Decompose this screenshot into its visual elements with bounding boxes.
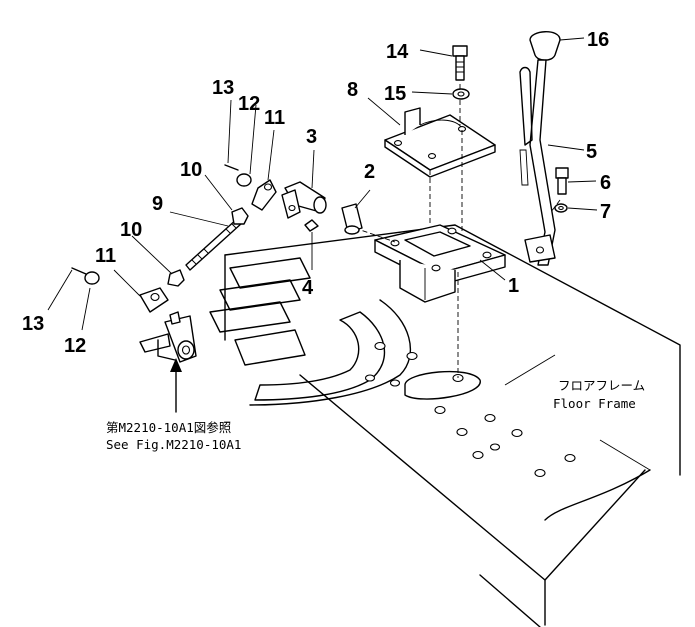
floor-frame-label-en: Floor Frame bbox=[553, 396, 636, 411]
part-15-washer bbox=[452, 88, 470, 100]
callout-16: 16 bbox=[587, 29, 609, 51]
callout-6: 6 bbox=[600, 172, 611, 194]
floor-frame-label-jp: フロアフレーム bbox=[558, 378, 645, 393]
part-1-box-bracket bbox=[374, 224, 506, 303]
part-4-pin bbox=[304, 219, 319, 232]
callout-11-lower: 11 bbox=[95, 245, 116, 267]
reference-arrow bbox=[170, 358, 182, 413]
part-11-rod-end-upper bbox=[251, 179, 277, 211]
part-9-rod bbox=[185, 217, 243, 271]
reference-label-jp: 第M2210-10A1図参照 bbox=[106, 420, 231, 435]
callout-8: 8 bbox=[347, 79, 358, 101]
part-6-bolt bbox=[555, 167, 569, 195]
reference-label-en: See Fig.M2210-10A1 bbox=[106, 437, 241, 452]
text-labels: フロアフレーム Floor Frame 第M2210-10A1図参照 See F… bbox=[106, 378, 645, 452]
part-13-pin-lower bbox=[71, 267, 87, 275]
callout-4: 4 bbox=[302, 277, 314, 299]
callout-14: 14 bbox=[386, 41, 409, 63]
part-12-nut-upper bbox=[236, 173, 252, 187]
callout-7: 7 bbox=[600, 201, 611, 223]
callout-13-lower: 13 bbox=[22, 313, 44, 335]
callout-5: 5 bbox=[586, 141, 597, 163]
part-14-bolt bbox=[452, 45, 468, 81]
part-12-nut-lower bbox=[84, 271, 100, 285]
part-11-rod-end-lower bbox=[139, 287, 169, 313]
leader-lines bbox=[47, 37, 598, 331]
callout-9: 9 bbox=[152, 193, 163, 215]
part-13-pin-upper bbox=[224, 164, 239, 171]
part-16-knob bbox=[529, 31, 561, 61]
callout-3: 3 bbox=[306, 126, 317, 148]
callouts: 14 15 16 8 5 6 7 2 3 1 4 13 12 11 10 9 1… bbox=[22, 29, 611, 357]
part-3-lever-shaft bbox=[281, 181, 327, 219]
callout-2: 2 bbox=[364, 161, 375, 183]
part-7-washer bbox=[554, 203, 568, 213]
callout-15: 15 bbox=[384, 83, 406, 105]
callout-1: 1 bbox=[508, 275, 519, 297]
callout-12-lower: 12 bbox=[64, 335, 86, 357]
callout-11-upper: 11 bbox=[264, 107, 285, 129]
part-10-nut-upper bbox=[231, 207, 249, 225]
callout-10-upper: 10 bbox=[180, 159, 202, 181]
assembly-lines bbox=[354, 84, 561, 378]
part-5-lever bbox=[519, 59, 556, 266]
part-2-bushing bbox=[341, 203, 363, 235]
callout-12-upper: 12 bbox=[238, 93, 260, 115]
referenced-bracket bbox=[139, 311, 197, 363]
callout-10-lower: 10 bbox=[120, 219, 142, 241]
part-8-cover-plate bbox=[384, 107, 496, 178]
floor-frame bbox=[209, 224, 681, 627]
callout-13-upper: 13 bbox=[212, 77, 234, 99]
